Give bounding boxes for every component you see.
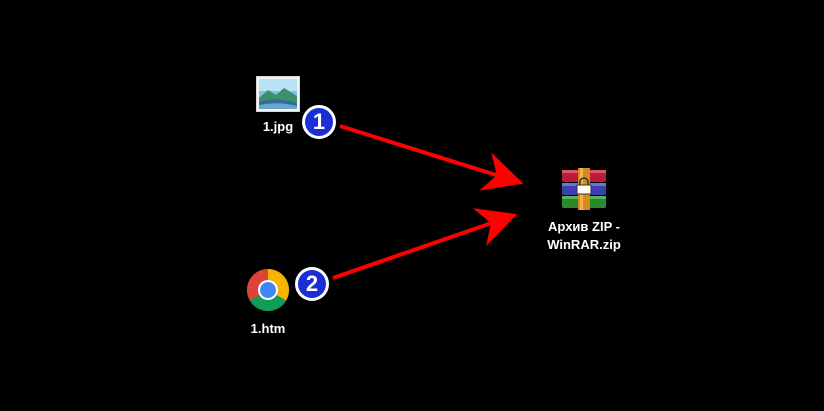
winrar-archive-icon [560, 168, 608, 210]
image-file-icon [255, 75, 301, 113]
desktop-icon-jpg[interactable]: 1.jpg [236, 75, 320, 136]
step-badge-2: 2 [295, 267, 329, 301]
desktop-icon-htm[interactable]: 1.htm [226, 268, 310, 338]
chrome-icon [246, 268, 290, 312]
icon-label: Архив ZIP - WinRAR.zip [547, 219, 621, 252]
arrow-2 [332, 208, 518, 280]
icon-label: 1.htm [250, 321, 286, 336]
icon-label: 1.jpg [262, 119, 294, 134]
step-badge-1: 1 [302, 105, 336, 139]
arrow-1 [339, 124, 524, 191]
desktop-icon-zip[interactable]: Архив ZIP - WinRAR.zip [528, 168, 640, 254]
